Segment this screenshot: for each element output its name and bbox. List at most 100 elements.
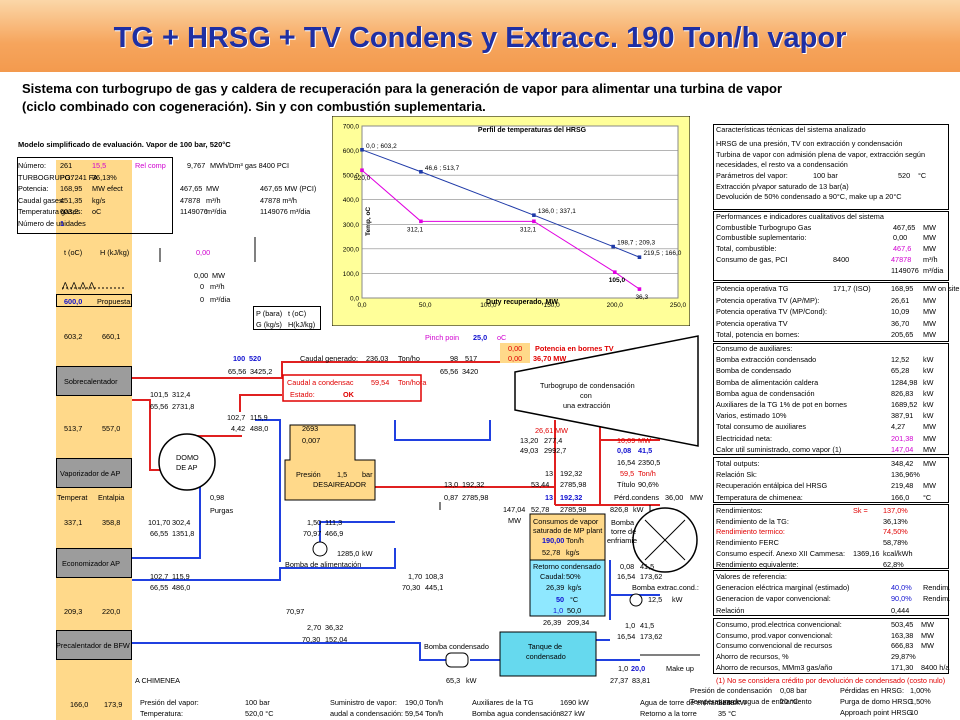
- series-1-data-label: 105,0: [609, 277, 626, 284]
- rp-s8-row-4: Ahorro de recursos, MMm3 gas/año: [716, 662, 833, 672]
- rp-s1-row-5: Devolución de 50% condensado a 90°C, mak…: [716, 192, 902, 202]
- rp-s1-row-3-b: 100 bar: [813, 171, 838, 180]
- retorno-label: Retorno condensado: [533, 562, 601, 571]
- rp-s4-row-8-v: 201,38: [891, 433, 914, 443]
- domo-l1: DOMO: [176, 453, 199, 462]
- rp-s6-row-4-v: kcal/kWh: [883, 548, 913, 558]
- y-tick-label: 0,0: [350, 296, 359, 303]
- v147: 147,04: [503, 505, 526, 514]
- model-cell-4-3: 1149076: [180, 207, 208, 216]
- domo-circle: [158, 433, 216, 491]
- rp-s6-row-0: Rendimientos:: [716, 506, 763, 515]
- pg-table: [253, 306, 321, 330]
- x-tick-label: 250,0: [670, 302, 687, 309]
- rp-s3-row-0-v: 168,95: [891, 284, 914, 293]
- lc-row4b: 220,0: [102, 607, 121, 616]
- presion-label: Presión: [296, 470, 321, 479]
- rp-s7-row-1-v: 40,0%: [891, 583, 912, 593]
- rp-s4-row-4-v: 826,83: [891, 388, 914, 398]
- series-1-point: [360, 168, 364, 173]
- rp-s7-row-2: Generacion de vapor convencional:: [716, 594, 831, 604]
- a3a: 102,7: [227, 413, 246, 422]
- rp-s4-row-8: Electricidad neta:: [716, 433, 772, 443]
- d2a: 0,87: [444, 493, 459, 502]
- model-cell-2-4: MW: [206, 184, 219, 193]
- rp-s6-row-4: Consumo especif. Anexo XII Cammesa:: [716, 548, 845, 558]
- rp-s3-row-4-v: 205,65: [891, 330, 914, 339]
- footer-cell-1-6: Retorno a la torre: [640, 709, 697, 718]
- rp-s3-row-4: Total, potencia en bornes:: [716, 330, 800, 339]
- pump-icon: [312, 541, 328, 557]
- rp-s1-row-3-d: °C: [918, 171, 927, 180]
- turbine-shape: [514, 335, 699, 447]
- rp-s6-row-4-b: 1369,16: [853, 548, 880, 558]
- series-0-data-label: 0,0 ; 603,2: [366, 143, 397, 150]
- page-title: TG + HRSG + TV Condens y Extracc. 190 To…: [113, 22, 847, 54]
- model-cell-1-2: 36,13%: [92, 172, 117, 182]
- series-0-point: [637, 255, 642, 260]
- zeros3b: m³/dia: [210, 295, 231, 304]
- model-cell-3-4: m³/h: [206, 195, 221, 205]
- e2a: 66,55: [150, 529, 169, 538]
- t5a: 0,08: [617, 446, 632, 455]
- rp-s3-row-1: Potencia operativa TV (AP/MP):: [716, 295, 820, 305]
- lc-tempent-a: Temperat: [57, 493, 88, 502]
- rp-s3-row-2: Potencia operativa TV (MP/Cond):: [716, 307, 827, 316]
- rp-s4-row-5-u: kW: [923, 400, 934, 409]
- f3b: 108,3: [425, 572, 444, 581]
- rp-s2-row-4-u: m³/dia: [923, 265, 944, 275]
- pbt-label: Potencia en bornes TV: [535, 344, 614, 353]
- f1a: 102,7: [150, 572, 169, 581]
- rp-s4-row-9-v: 147,04: [891, 444, 914, 454]
- model-cell-2-5: 467,65 MW (PCI): [260, 184, 317, 193]
- rp-s5-row-0: Total outputs:: [716, 459, 760, 468]
- t8a: 13: [545, 493, 554, 502]
- series-0-point: [419, 169, 423, 174]
- y-tick-label: 400,0: [343, 197, 360, 204]
- model-cell-4-4: m³/dia: [206, 207, 227, 216]
- t13b: 2785,98: [560, 505, 587, 514]
- rp-s2-row-2: Total, combustible:: [716, 244, 777, 254]
- rp-s5-row-0-v: 348,42: [891, 459, 914, 468]
- t9a: 16,54: [617, 458, 636, 467]
- proposal-row: [56, 294, 132, 307]
- t13a: 52,78: [531, 505, 550, 514]
- t12b: 36,00: [665, 493, 684, 502]
- x-tick-label: 100,0: [480, 302, 497, 309]
- rp-s5-row-3-v: 166,0: [891, 492, 910, 502]
- rp-s5-row-3: Temperatura de chimenea:: [716, 492, 803, 502]
- r1d: 3420: [462, 367, 479, 376]
- c4b: kW: [672, 595, 683, 604]
- series-0-data-label: 136,0 ; 337,1: [538, 208, 576, 215]
- e4b: 466,9: [325, 529, 344, 538]
- rp-s3-row-3-v: 36,70: [891, 318, 910, 328]
- model-cell-4-2: oC: [92, 207, 102, 216]
- footer-right-1-2: Purga de domo HRSG: [840, 697, 914, 706]
- consumos-v2: 52,78: [542, 548, 561, 557]
- rp-s4-row-5: Auxiliares de la TG 1% de pot en bornes: [716, 400, 847, 409]
- model-cell-0-2: 15,5: [92, 161, 107, 170]
- deaerator-shape: [284, 424, 376, 501]
- rp-section-7: [713, 570, 949, 616]
- t2a: 13,20: [520, 436, 539, 445]
- bomba-cond-label: Bomba condensado: [424, 642, 489, 651]
- model-cell-0-0: Número:: [18, 161, 46, 170]
- footer-cell-0-4: Auxiliares de la TG: [472, 698, 534, 707]
- v826b: kW: [633, 505, 644, 514]
- y-tick-label: 700,0: [343, 124, 360, 131]
- y-tick-label: 600,0: [343, 148, 360, 155]
- model-cell-4-5: 1149076 m³/dia: [260, 207, 311, 216]
- series-1-data-label: 312,1: [407, 226, 424, 233]
- e1b: 302,4: [172, 518, 191, 527]
- subtitle: Sistema con turbogrupo de gas y caldera …: [22, 81, 783, 114]
- rp-s2-row-3: Consumo de gas, PCI: [716, 254, 788, 264]
- c5a: 1,0: [625, 621, 636, 630]
- t12a: Pérd.condens: [614, 493, 660, 502]
- rp-s5-row-1-v: 136,96%: [891, 470, 920, 480]
- rp-s2-row-0-v: 467,65: [893, 222, 916, 232]
- rp-s4-row-1: Bomba extracción condensado: [716, 355, 817, 365]
- pbt-a: 0,00: [508, 344, 523, 353]
- makeup-label: Make up: [666, 664, 694, 673]
- rp-s3-row-2-u: MW: [923, 307, 936, 316]
- rp-section-6: [713, 504, 949, 569]
